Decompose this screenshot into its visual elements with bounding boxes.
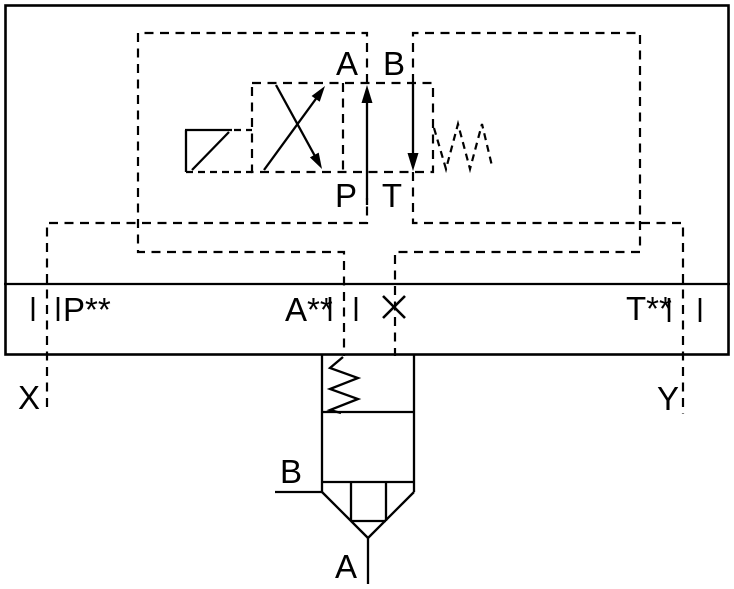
pilot-port-p-label: P	[335, 177, 357, 214]
p-to-a-arrowhead	[361, 85, 373, 103]
main-port-p-label: P**	[63, 291, 111, 328]
crossover-arrow-line-2	[274, 84, 318, 159]
main-port-t-label: T**	[626, 290, 672, 327]
b-to-t-arrowhead	[407, 153, 419, 171]
plate-outline	[4, 4, 730, 356]
pilot-line-x-label: X	[18, 379, 40, 416]
pilot-port-a-label: A	[336, 45, 358, 82]
crossover-arrow-line-1	[263, 95, 319, 171]
pilot-valve-symbol	[184, 81, 494, 205]
cartridge-valve-symbol	[275, 355, 416, 584]
b-pilot-route-line	[393, 31, 642, 356]
pilot-valve-body	[250, 81, 435, 174]
crossover-arrowhead-1	[311, 86, 325, 102]
pilot-line-y-label: Y	[657, 380, 679, 417]
poppet-right-diagonal	[367, 491, 415, 539]
crossover-arrowhead-2	[309, 152, 322, 169]
port-opening-ticks	[31, 297, 702, 322]
pilot-port-b-label: B	[383, 45, 405, 82]
x-pilot-supply-line	[45, 198, 369, 407]
main-port-a-label: A**	[285, 291, 333, 328]
plugged-port-x-icon	[382, 295, 406, 319]
solenoid-symbol	[184, 128, 252, 174]
t-drain-route-line	[411, 172, 685, 414]
cartridge-port-a-label: A	[335, 548, 357, 585]
poppet-left-diagonal	[321, 491, 369, 539]
cartridge-spring-icon	[326, 356, 362, 415]
solenoid-diagonal-line	[191, 131, 230, 171]
cartridge-port-b-label: B	[280, 453, 302, 490]
a-pilot-route-line	[136, 31, 369, 356]
pilot-port-t-label: T	[382, 177, 402, 214]
valve-spring-icon	[432, 119, 494, 174]
